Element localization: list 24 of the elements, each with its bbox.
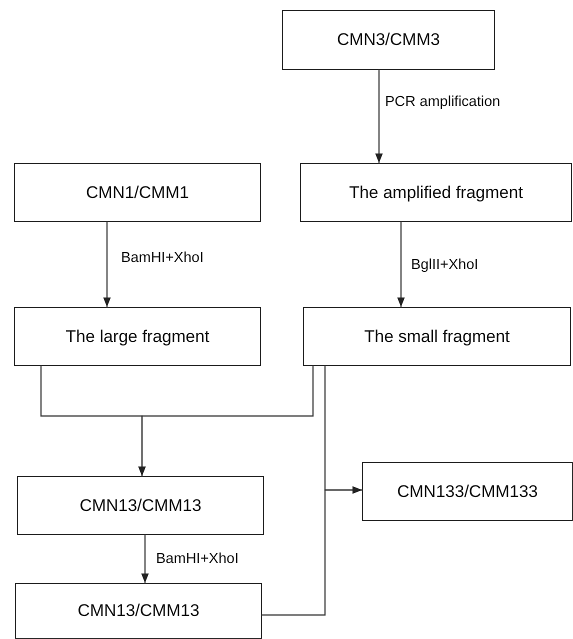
box-label: CMN133/CMM133: [397, 482, 538, 502]
edge-label: PCR amplification: [384, 94, 502, 110]
box-label: CMN13/CMM13: [80, 496, 202, 516]
process-box: [14, 163, 261, 222]
box-label: The amplified fragment: [349, 182, 523, 202]
arrow: [262, 486, 362, 616]
process-box: [14, 307, 261, 366]
edge-label: BglII+XhoI: [410, 257, 480, 273]
arrow: [375, 70, 383, 163]
process-box: [362, 462, 573, 521]
arrow: [141, 535, 149, 583]
process-box: [300, 163, 572, 222]
process-box: [282, 10, 495, 70]
arrow: [138, 366, 314, 476]
arrow: [397, 222, 405, 307]
box-label: CMN13/CMM13: [78, 601, 200, 621]
process-box: [303, 307, 571, 366]
arrow: [103, 222, 111, 307]
box-label: The small fragment: [364, 326, 510, 346]
box-label: The large fragment: [66, 326, 210, 346]
box-label: CMN3/CMM3: [337, 30, 440, 50]
process-box: [15, 583, 262, 639]
process-box: [17, 476, 264, 535]
box-label: CMN1/CMM1: [86, 182, 189, 202]
